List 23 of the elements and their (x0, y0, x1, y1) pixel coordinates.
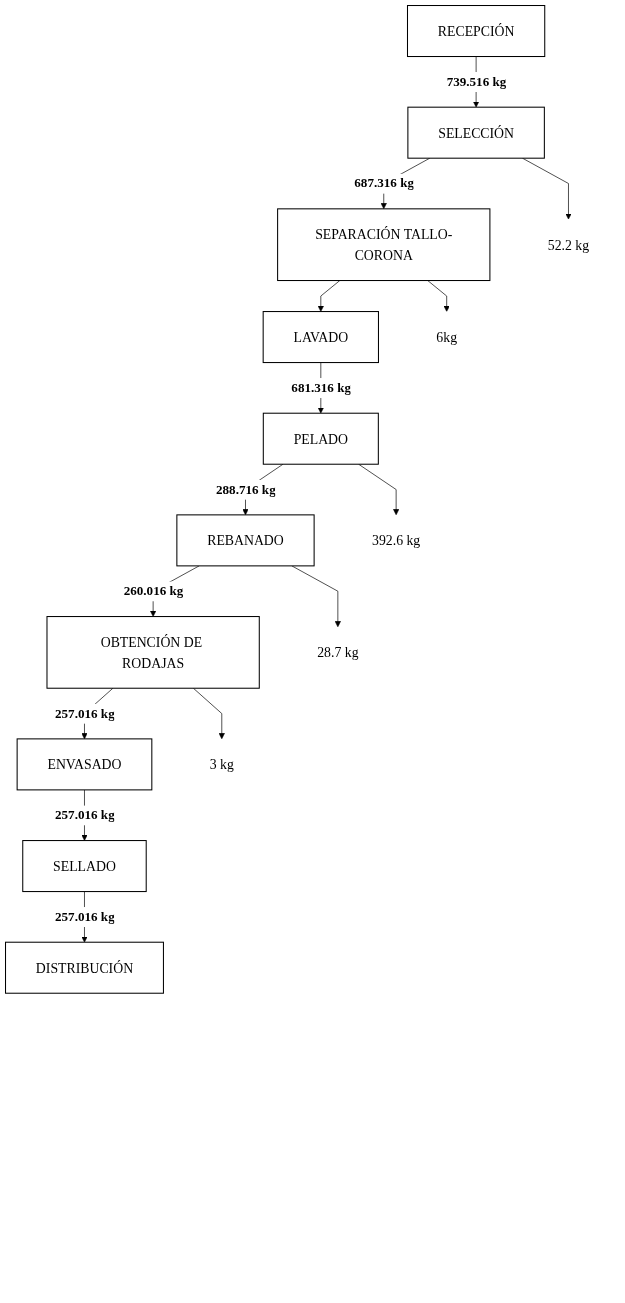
node-box: SEPARACIÓN TALLO-CORONA (277, 208, 491, 282)
node-box: LAVADO (262, 311, 379, 364)
node-box: DISTRIBUCIÓN (5, 941, 164, 994)
node-box: REBANADO (176, 514, 315, 567)
node-box: PELADO (262, 412, 379, 465)
node-text: 52.2 kg (547, 237, 590, 253)
edge-label: 288.716 kg (216, 481, 276, 497)
edge-label: 257.016 kg (55, 909, 115, 924)
edge-label: 687.316 kg (354, 175, 414, 191)
node-text: 3 kg (209, 756, 234, 772)
node-box: ENVASADO (16, 738, 153, 791)
node-text: 392.6 kg (372, 532, 421, 548)
edge-label: 257.016 kg (55, 807, 115, 822)
node-text: 28.7 kg (317, 644, 359, 660)
edge-label: 739.516 kg (446, 74, 507, 89)
node-box: RECEPCIÓN (407, 5, 546, 58)
edge-label: 260.016 kg (123, 583, 184, 598)
node-text: 6kg (436, 329, 458, 345)
node-box: SELECCIÓN (407, 106, 545, 159)
edge-label: 681.316 kg (291, 380, 352, 395)
edge-label: 257.016 kg (55, 705, 115, 721)
node-box: OBTENCIÓN DE RODAJAS (46, 616, 260, 689)
node-box: SELLADO (22, 840, 147, 893)
